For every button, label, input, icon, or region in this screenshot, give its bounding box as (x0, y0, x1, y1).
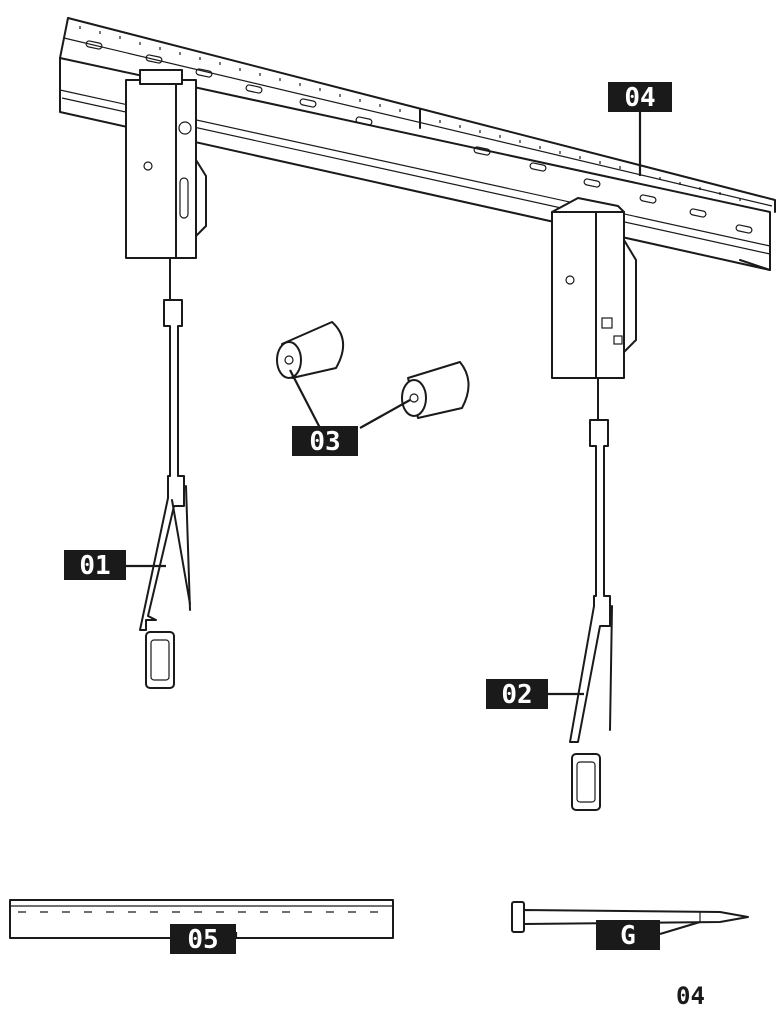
bracket-right (551, 197, 637, 811)
label-05: 05 (170, 924, 236, 955)
svg-text:01: 01 (79, 551, 110, 581)
spacer-2 (401, 361, 470, 419)
page-number: 04 (676, 982, 705, 1010)
bracket-left (125, 69, 207, 689)
svg-text:03: 03 (309, 427, 340, 457)
label-03: 03 (292, 426, 358, 457)
spacer-1 (276, 321, 344, 379)
svg-text:04: 04 (624, 83, 655, 113)
rail-slots (85, 40, 753, 234)
svg-text:02: 02 (501, 680, 532, 710)
nail (511, 901, 749, 933)
label-g: G (596, 920, 660, 951)
label-02: 02 (486, 679, 548, 710)
svg-text:G: G (620, 921, 636, 951)
svg-text:05: 05 (187, 925, 218, 955)
label-04: 04 (608, 82, 672, 113)
label-01: 01 (64, 550, 126, 581)
